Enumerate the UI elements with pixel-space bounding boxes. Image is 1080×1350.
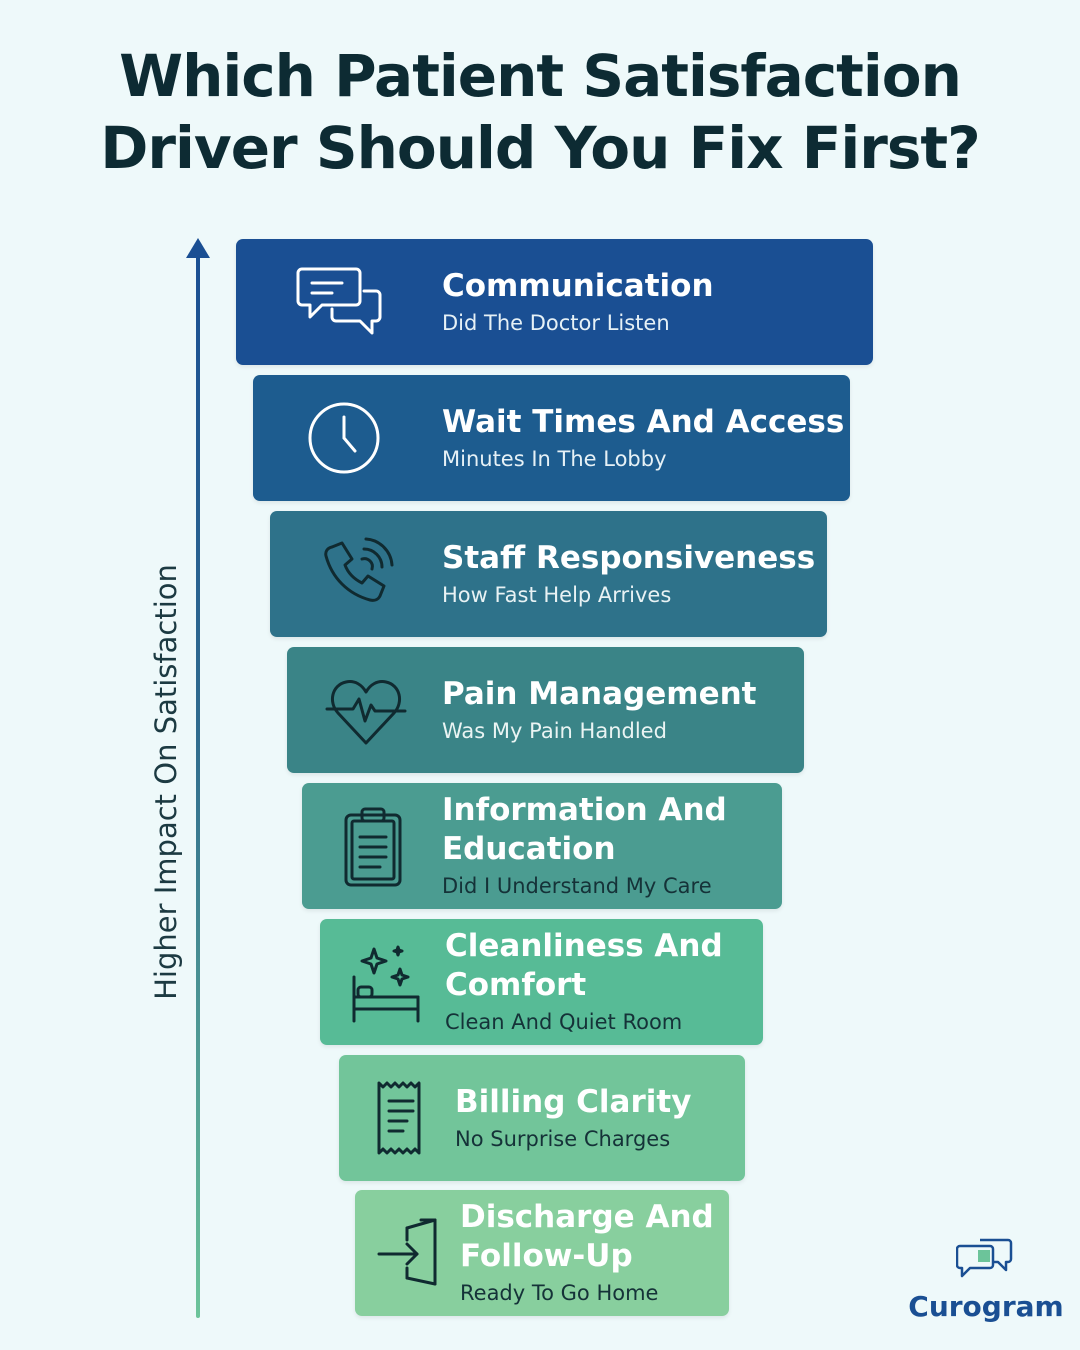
driver-cleanliness-comfort: Cleanliness And Comfort Clean And Quiet …	[320, 919, 763, 1045]
driver-title-line-2: Comfort	[445, 967, 587, 1003]
arrow-up-icon	[186, 238, 210, 258]
driver-title: Staff Responsiveness	[442, 539, 816, 576]
driver-subtitle: Minutes In The Lobby	[442, 446, 667, 471]
brand-logo: Curogram	[908, 1236, 1064, 1330]
driver-subtitle: Clean And Quiet Room	[445, 1010, 683, 1034]
driver-billing-clarity: Billing Clarity No Surprise Charges	[339, 1055, 745, 1181]
exit-door-icon	[371, 1208, 461, 1298]
driver-staff-responsiveness: Staff Responsiveness How Fast Help Arriv…	[270, 511, 827, 637]
driver-title: Billing Clarity	[455, 1083, 692, 1120]
logo-chat-icon	[956, 1238, 1013, 1278]
brand-name: Curogram	[908, 1290, 1064, 1323]
driver-information-education: Information And Education Did I Understa…	[302, 783, 782, 909]
driver-subtitle: Was My Pain Handled	[442, 718, 667, 743]
clock-icon	[299, 393, 389, 483]
driver-title: Pain Management	[442, 675, 757, 712]
driver-title-line-1: Cleanliness And	[445, 928, 723, 964]
driver-pain-management: Pain Management Was My Pain Handled	[287, 647, 804, 773]
sparkle-bed-icon	[342, 937, 432, 1027]
driver-title: Wait Times And Access	[442, 403, 845, 440]
driver-subtitle: Did I Understand My Care	[442, 874, 712, 898]
driver-title-line-1: Information And	[442, 792, 727, 828]
receipt-icon	[357, 1073, 447, 1163]
driver-subtitle: Did The Doctor Listen	[442, 310, 670, 335]
driver-title: Communication	[442, 267, 714, 304]
driver-subtitle: Ready To Go Home	[460, 1281, 659, 1305]
driver-subtitle: How Fast Help Arrives	[442, 582, 672, 607]
phone-icon	[312, 529, 402, 619]
impact-axis-line	[196, 252, 200, 1318]
driver-title-line-2: Education	[442, 831, 616, 867]
driver-discharge-follow-up: Discharge And Follow-Up Ready To Go Home	[355, 1190, 729, 1316]
driver-title-line-2: Follow-Up	[460, 1238, 633, 1274]
title-line-2: Driver Should You Fix First?	[100, 114, 980, 182]
title-line-1: Which Patient Satisfaction	[119, 42, 962, 110]
driver-subtitle: No Surprise Charges	[455, 1126, 671, 1151]
clipboard-icon	[328, 801, 418, 891]
page-title: Which Patient Satisfaction Driver Should…	[0, 40, 1080, 184]
heart-pulse-icon	[321, 665, 411, 755]
axis-label: Higher Impact On Satisfaction	[149, 564, 183, 1000]
chat-bubbles-icon	[296, 257, 386, 347]
driver-communication: Communication Did The Doctor Listen	[236, 239, 873, 365]
driver-wait-times: Wait Times And Access Minutes In The Lob…	[253, 375, 850, 501]
driver-title-line-1: Discharge And	[460, 1199, 714, 1235]
